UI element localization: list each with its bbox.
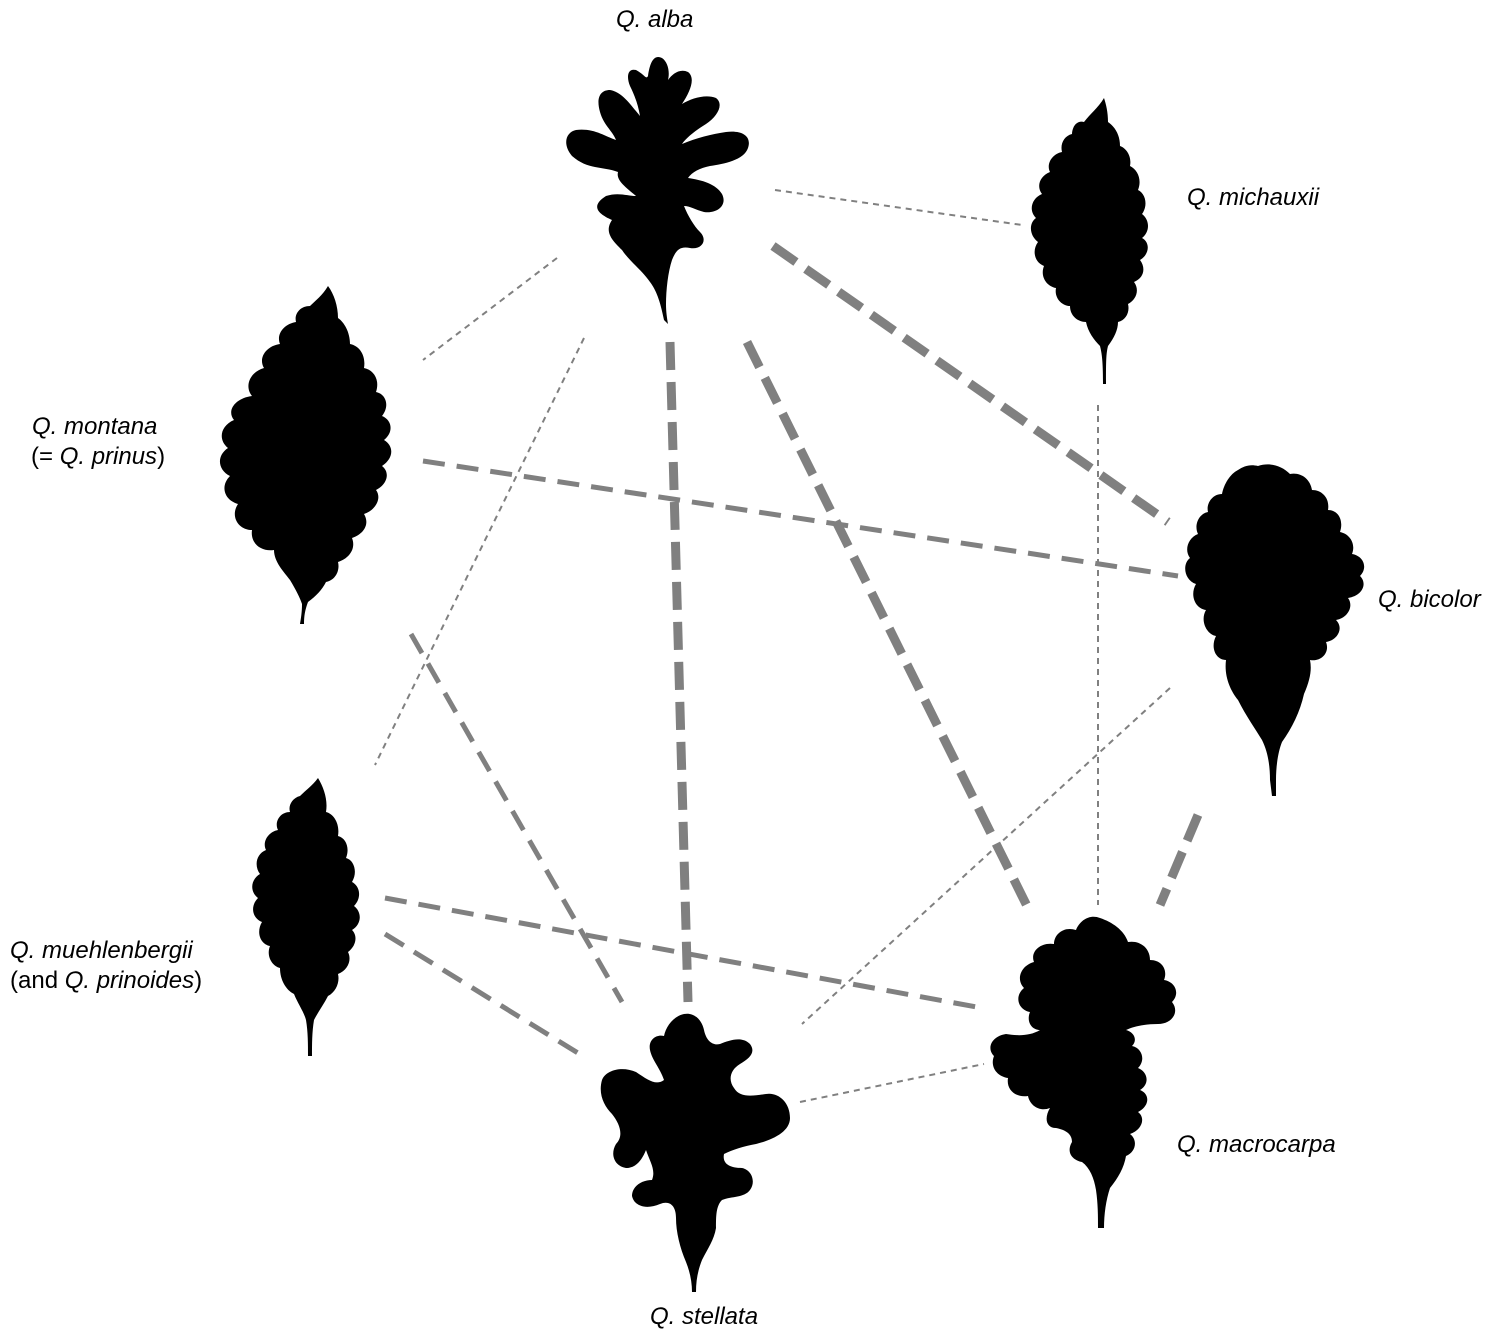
leaf-stellata-icon bbox=[600, 1013, 790, 1292]
species-name: Q. alba bbox=[616, 6, 694, 33]
synonym-name: Q. prinus bbox=[59, 443, 158, 470]
species-name: Q. muehlenbergii bbox=[10, 937, 193, 964]
species-name: Q. stellata bbox=[650, 1303, 759, 1330]
edge-muehlenbergii-stellata bbox=[383, 931, 588, 1061]
leaf-bicolor-icon bbox=[1185, 464, 1365, 796]
leaves-layer bbox=[219, 56, 1365, 1292]
edges-layer bbox=[374, 189, 1203, 1103]
leaf-muehlenbergii-icon bbox=[252, 778, 360, 1056]
label-muehlenbergii: Q. muehlenbergii (and Q. prinoides) bbox=[10, 936, 202, 996]
leaf-alba-icon bbox=[566, 56, 749, 324]
edge-alba-michauxii bbox=[774, 189, 1023, 226]
synonym-open: (and bbox=[10, 967, 65, 994]
species-name: Q. macrocarpa bbox=[1177, 1131, 1336, 1158]
species-name: Q. michauxii bbox=[1187, 184, 1320, 211]
synonym-close: ) bbox=[157, 443, 166, 470]
edge-montana-stellata bbox=[408, 632, 625, 1004]
leaf-macrocarpa-icon bbox=[990, 916, 1177, 1228]
synonym-close: ) bbox=[194, 967, 203, 994]
label-macrocarpa: Q. macrocarpa bbox=[1177, 1130, 1336, 1160]
species-name: Q. bicolor bbox=[1378, 586, 1481, 613]
species-name: Q. montana bbox=[32, 413, 158, 440]
leaf-montana-icon bbox=[219, 286, 392, 624]
label-stellata: Q. stellata bbox=[650, 1302, 758, 1332]
label-bicolor: Q. bicolor bbox=[1378, 585, 1481, 615]
label-montana: Q. montana (= Q. prinus) bbox=[31, 412, 166, 472]
edge-alba-bicolor bbox=[770, 242, 1171, 526]
edge-bicolor-macrocarpa bbox=[1155, 813, 1203, 907]
label-alba: Q. alba bbox=[616, 5, 693, 35]
leaf-michauxii-icon bbox=[1030, 98, 1148, 384]
edge-alba-muehlenbergii bbox=[374, 337, 585, 766]
edge-alba-stellata bbox=[665, 341, 693, 1003]
edge-montana-bicolor bbox=[422, 458, 1179, 579]
synonym-name: Q. prinoides bbox=[64, 967, 195, 994]
label-michauxii: Q. michauxii bbox=[1187, 183, 1319, 213]
edge-stellata-macrocarpa bbox=[799, 1063, 985, 1103]
edge-alba-macrocarpa bbox=[742, 339, 1033, 911]
edge-alba-montana bbox=[422, 257, 558, 361]
synonym-open: (= bbox=[31, 443, 60, 470]
